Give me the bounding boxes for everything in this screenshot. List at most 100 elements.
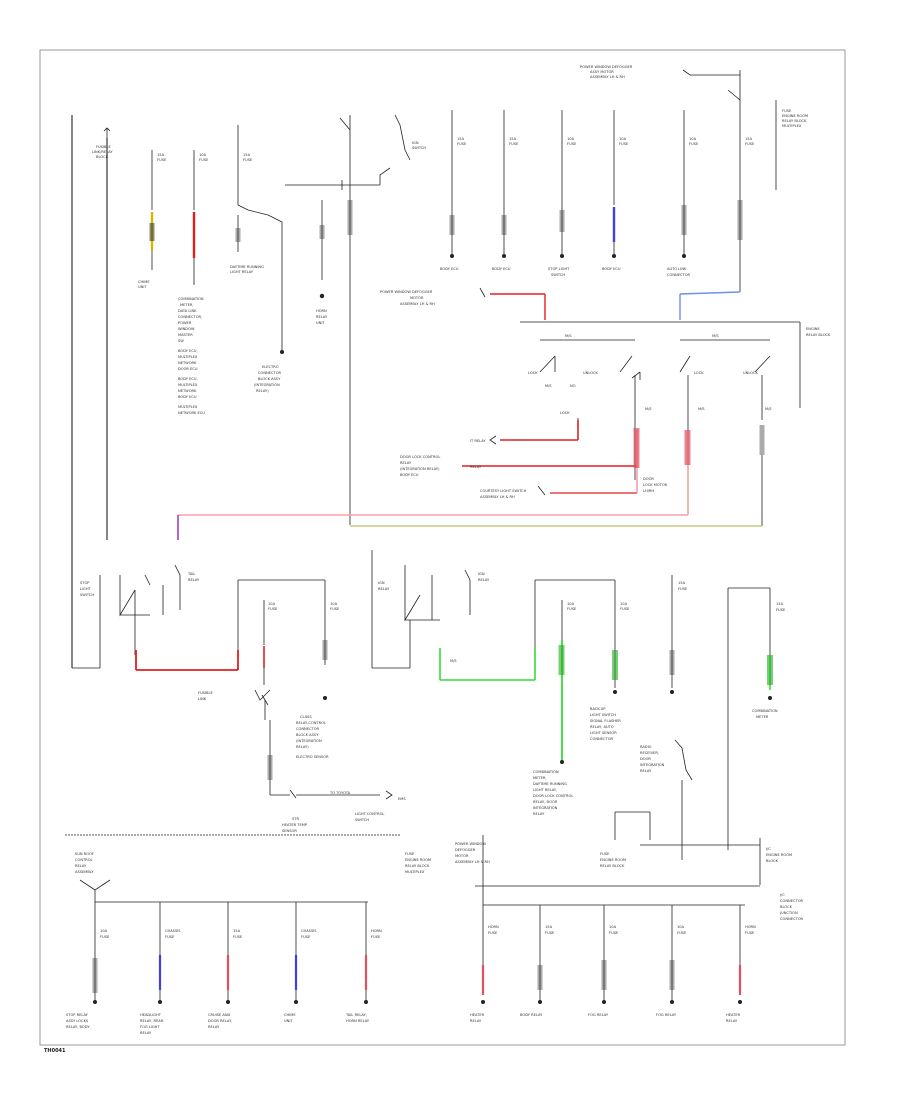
svg-text:MULTIPLEX: MULTIPLEX <box>178 355 198 359</box>
svg-text:ASSEMBLY LH & RH: ASSEMBLY LH & RH <box>455 860 490 864</box>
svg-text:UNIT: UNIT <box>138 285 147 289</box>
svg-text:HORN RELAY: HORN RELAY <box>346 1019 370 1023</box>
svg-text:10A: 10A <box>268 602 276 606</box>
svg-text:FUSE: FUSE <box>301 935 311 939</box>
svg-text:HORN: HORN <box>745 925 756 929</box>
svg-text:DOOR LOCK CONTROL: DOOR LOCK CONTROL <box>400 455 440 459</box>
svg-text:CONTROL: CONTROL <box>75 858 93 862</box>
svg-text:RELAY): RELAY) <box>296 745 309 749</box>
svg-text:LINK: LINK <box>198 697 207 701</box>
svg-text:FUSE: FUSE <box>609 931 619 935</box>
svg-text:FUSE: FUSE <box>677 931 687 935</box>
svg-text:METER: METER <box>756 715 769 719</box>
svg-text:BLOCK ASSY: BLOCK ASSY <box>296 733 319 737</box>
svg-text:ASSEMBLY LH & RH: ASSEMBLY LH & RH <box>590 75 625 79</box>
svg-text:BODY ECU: BODY ECU <box>178 395 197 399</box>
svg-text:MULTIPLEX: MULTIPLEX <box>782 124 802 128</box>
svg-text:J/C: J/C <box>765 847 771 851</box>
svg-text:15A: 15A <box>678 581 686 585</box>
svg-text:RELAY: RELAY <box>470 1019 482 1023</box>
svg-text:FUSE: FUSE <box>567 607 577 611</box>
ignition-switch-block: IGN SWITCH 15A FUSE BODY ECU 15A FUSE BO… <box>285 65 808 525</box>
svg-text:CRUISE AND: CRUISE AND <box>208 1013 231 1017</box>
svg-text:LIGHT SWITCH: LIGHT SWITCH <box>590 713 616 717</box>
svg-text:FUSE: FUSE <box>243 158 253 162</box>
svg-text:CONNECTOR: CONNECTOR <box>667 273 691 277</box>
svg-text:CLASS: CLASS <box>300 715 312 719</box>
svg-text:HORN: HORN <box>316 309 327 313</box>
svg-text:ENGINE ROOM: ENGINE ROOM <box>782 114 808 118</box>
svg-text:FUSE: FUSE <box>782 109 792 113</box>
svg-text:10A: 10A <box>330 602 338 606</box>
svg-text:FUSE: FUSE <box>405 852 415 856</box>
svg-text:FUSIBLE: FUSIBLE <box>198 691 214 695</box>
svg-text:LIGHT SENSOR: LIGHT SENSOR <box>590 731 617 735</box>
svg-text:(INTEGRATION: (INTEGRATION <box>254 383 280 387</box>
svg-text:NETWORK: NETWORK <box>178 361 197 365</box>
svg-text:SWITCH: SWITCH <box>551 273 565 277</box>
svg-text:BLOCK: BLOCK <box>766 859 779 863</box>
svg-text:CONNECTOR: CONNECTOR <box>780 899 804 903</box>
svg-text:RELAY: RELAY <box>478 578 490 582</box>
svg-text:M/S: M/S <box>765 407 772 411</box>
svg-text:LOCK: LOCK <box>528 371 538 375</box>
svg-text:SWITCH: SWITCH <box>355 818 369 822</box>
svg-text:METER,: METER, <box>533 776 546 780</box>
svg-text:CONNECTOR: CONNECTOR <box>590 737 614 741</box>
svg-text:15A: 15A <box>157 153 165 157</box>
svg-text:RELAY: RELAY <box>533 812 545 816</box>
svg-text:RELAY: RELAY <box>470 465 482 469</box>
svg-text:ASSEMBLY: ASSEMBLY <box>75 870 94 874</box>
svg-text:POWER WINDOW DEFOGGER: POWER WINDOW DEFOGGER <box>380 290 433 294</box>
svg-text:NETWORK ECU: NETWORK ECU <box>178 411 205 415</box>
svg-text:10A: 10A <box>689 137 697 141</box>
svg-text:CHASSIS: CHASSIS <box>301 929 317 933</box>
svg-text:10A: 10A <box>609 925 617 929</box>
svg-text:15A: 15A <box>509 137 517 141</box>
svg-text:SUN ROOF: SUN ROOF <box>75 852 94 856</box>
svg-text:BLOCK ASSY: BLOCK ASSY <box>258 377 281 381</box>
svg-text:TAIL: TAIL <box>187 572 195 576</box>
svg-text:FUSE: FUSE <box>233 935 243 939</box>
svg-text:ASSY LOCKS: ASSY LOCKS <box>66 1019 89 1023</box>
svg-text:(INTEGRATION: (INTEGRATION <box>296 739 322 743</box>
svg-text:CHIME: CHIME <box>284 1013 296 1017</box>
svg-text:CHASSIS: CHASSIS <box>165 929 181 933</box>
svg-text:RELAY, REAR: RELAY, REAR <box>140 1019 164 1023</box>
svg-text:HORN: HORN <box>371 929 382 933</box>
svg-text:POWER WINDOW: POWER WINDOW <box>455 842 486 846</box>
svg-text:M/S: M/S <box>698 407 705 411</box>
svg-text:BODY RELAY: BODY RELAY <box>520 1013 543 1017</box>
svg-text:RELAY: RELAY <box>75 864 87 868</box>
middle-right-block: 15A FUSE 15A FUSE COMBINATION METER RADI… <box>600 575 792 885</box>
svg-text:FUSE: FUSE <box>745 142 755 146</box>
svg-text:ELECTRO: ELECTRO <box>262 365 279 369</box>
svg-text:FUSE: FUSE <box>600 852 610 856</box>
svg-text:RELAY: RELAY <box>208 1025 220 1029</box>
svg-text:10A: 10A <box>567 137 575 141</box>
svg-text:RADIO: RADIO <box>640 745 652 749</box>
svg-text:10A: 10A <box>100 929 108 933</box>
svg-text:RELAY): RELAY) <box>256 389 269 393</box>
svg-text:FUSE: FUSE <box>330 607 340 611</box>
svg-text:STR: STR <box>292 817 299 821</box>
svg-text:COMBINATION: COMBINATION <box>178 297 204 301</box>
svg-text:POWER: POWER <box>178 321 192 325</box>
svg-text:WINDOW: WINDOW <box>178 327 195 331</box>
svg-text:NO: NO <box>570 384 576 388</box>
svg-text:FUSE: FUSE <box>100 935 110 939</box>
svg-text:RELAY: RELAY <box>140 1031 152 1035</box>
svg-text:CHIME: CHIME <box>138 280 150 284</box>
svg-text:15A: 15A <box>457 137 465 141</box>
diagram-border <box>39 49 846 1046</box>
svg-text:FUSE: FUSE <box>678 587 688 591</box>
svg-text:FOG LIGHT: FOG LIGHT <box>140 1025 160 1029</box>
svg-text:15A: 15A <box>243 153 251 157</box>
svg-text:IT RELAY: IT RELAY <box>470 439 486 443</box>
middle-center-block: IGN RELAY IGN RELAY M/S 10A FUSE COMBINA… <box>371 550 630 816</box>
svg-text:MULTIPLEX: MULTIPLEX <box>405 870 425 874</box>
svg-text:HEATER: HEATER <box>470 1013 485 1017</box>
svg-text:IGN: IGN <box>478 572 485 576</box>
svg-text:FUSE: FUSE <box>157 158 167 162</box>
